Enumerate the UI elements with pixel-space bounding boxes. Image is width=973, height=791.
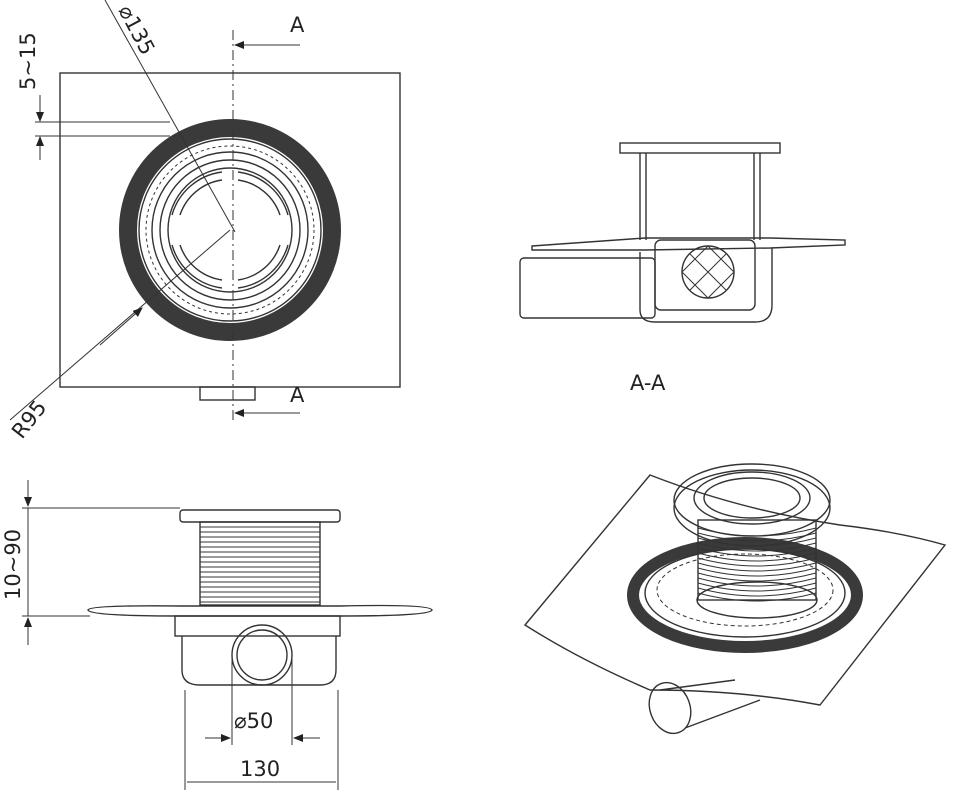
thread-line — [697, 562, 817, 572]
thread-line — [697, 592, 817, 602]
thread-line — [697, 557, 817, 567]
seal-ring — [119, 119, 341, 341]
thread-line — [697, 567, 817, 577]
width-130-label: 130 — [240, 757, 280, 781]
thread-line — [697, 547, 817, 557]
gap-5-15-label: 5~15 — [16, 32, 40, 90]
thread-line — [697, 587, 817, 597]
section-marker-bottom: A — [290, 383, 305, 407]
diameter-135-label: ⌀135 — [114, 1, 160, 59]
diameter-50-label: ⌀50 — [234, 709, 273, 733]
thread-line — [697, 542, 817, 552]
side-view: 10~90 ⌀50 130 — [1, 480, 433, 790]
thread-line — [697, 572, 817, 582]
radius-95-label: R95 — [7, 396, 51, 443]
section-title: A-A — [630, 371, 666, 395]
section-marker-top: A — [290, 13, 305, 37]
thread-line — [697, 582, 817, 592]
height-10-90-label: 10~90 — [1, 529, 25, 600]
thread-line — [697, 552, 817, 562]
isometric-view — [523, 463, 947, 735]
thread-line — [697, 577, 817, 587]
section-view: A-A — [519, 142, 846, 395]
top-view: ⌀135 A A 5~15 R95 — [7, 0, 401, 443]
